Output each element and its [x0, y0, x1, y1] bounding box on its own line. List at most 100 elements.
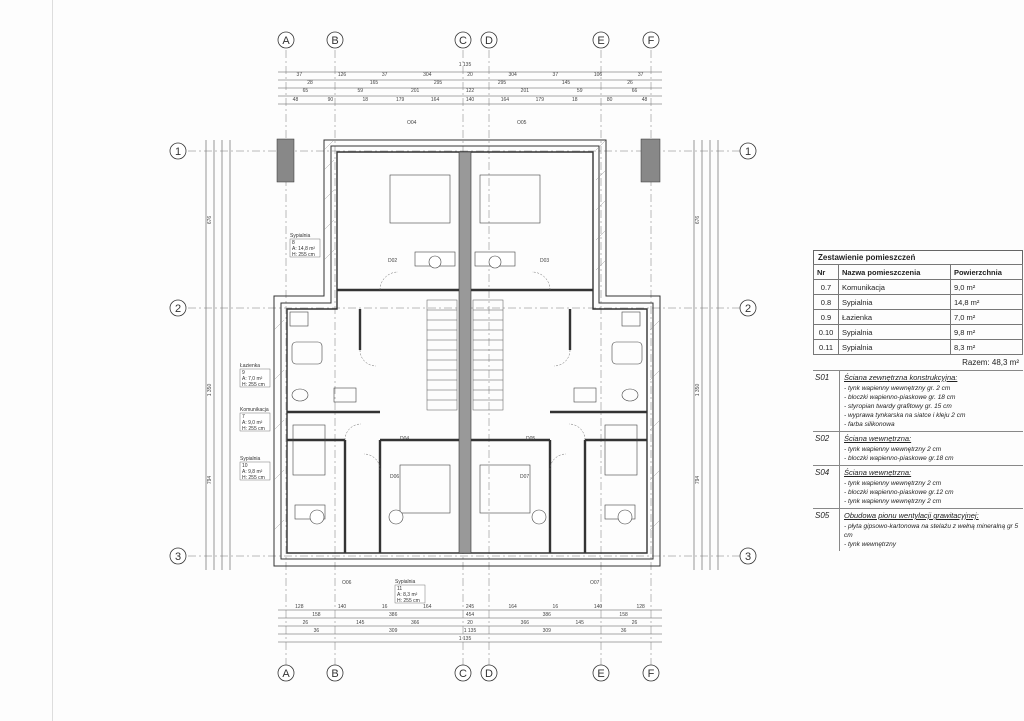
svg-text:A: A — [282, 668, 290, 680]
svg-text:E: E — [597, 668, 604, 680]
wall-name: Ściana zewnętrzna konstrukcyjna: — [844, 373, 958, 382]
header-name: Nazwa pomieszczenia — [838, 264, 951, 280]
door-tag: D04 — [400, 436, 409, 442]
side-dimension-lines — [205, 140, 719, 570]
room-label-nr: 11 — [397, 586, 402, 592]
dim-bottom-3: 145 — [356, 620, 365, 626]
dim-bottom-4: 309 — [389, 628, 398, 634]
svg-text:B: B — [331, 35, 338, 47]
dim-top-4: 90 — [328, 97, 334, 103]
room-area: 14,8 m² — [949, 294, 1024, 310]
room-label-nr: 7 — [242, 414, 245, 420]
dim-bottom-3: 20 — [467, 620, 473, 626]
room-area: 9,0 m² — [949, 279, 1024, 295]
wall-layers: - tynk wapienny wewnętrzny gr. 2 cm- blo… — [844, 384, 1019, 429]
wall-code: S02 — [813, 432, 840, 465]
room-table-header: Nr Nazwa pomieszczenia Powierzchnia — [813, 264, 1024, 280]
dim-top-1: 37 — [297, 72, 303, 78]
dim-top-4: 18 — [362, 97, 368, 103]
wall-code: S05 — [813, 509, 840, 551]
wall-description: Ściana zewnętrzna konstrukcyjna: - tynk w… — [840, 371, 1023, 431]
schedule-title: Zestawienie pomieszczeń — [813, 250, 1023, 264]
dim-top-4: 140 — [466, 97, 475, 103]
axis-marker-3: 3 — [169, 547, 187, 565]
dim-top-1: 106 — [594, 72, 603, 78]
dim-right: 676 — [695, 216, 701, 225]
svg-text:1: 1 — [745, 146, 751, 158]
dim-top-4: 179 — [396, 97, 405, 103]
dim-bottom-1: 245 — [466, 604, 475, 610]
dim-bottom-1: 128 — [295, 604, 304, 610]
room-label-height: H: 255 cm — [242, 426, 265, 432]
staircase — [426, 299, 504, 411]
svg-text:F: F — [648, 668, 655, 680]
wall-hatch — [273, 139, 661, 531]
wall-name: Obudowa pionu wentylacji grawitacyjnej: — [844, 511, 979, 520]
wall-name: Ściana wewnętrzna: — [844, 434, 912, 443]
room-nr: 0.10 — [813, 324, 839, 340]
wall-code: S04 — [813, 466, 840, 508]
axis-marker-c: C — [454, 664, 472, 682]
dim-top-2: 295 — [498, 80, 507, 86]
dim-bottom-1: 16 — [553, 604, 559, 610]
dim-top-1: 37 — [638, 72, 644, 78]
wall-layer: - tynk wapienny wewnętrzny 2 cm — [844, 480, 942, 487]
axis-marker-b: B — [326, 31, 344, 49]
dim-bottom-3: 26 — [303, 620, 309, 626]
room-label-area: A: 7,0 m² — [242, 376, 263, 382]
dim-top-1: 37 — [382, 72, 388, 78]
dim-top-3: 59 — [577, 88, 583, 94]
interior-walls — [287, 288, 647, 553]
dim-bottom-1: 164 — [508, 604, 517, 610]
dim-left: 794 — [207, 476, 213, 485]
axis-marker-e: E — [592, 664, 610, 682]
axis-marker-e: E — [592, 31, 610, 49]
room-label-nr: 9 — [242, 370, 245, 376]
door-tag: D03 — [540, 258, 549, 264]
header-area: Powierzchnia — [949, 264, 1024, 280]
dim-bottom-4: 309 — [543, 628, 552, 634]
room-nr: 0.8 — [813, 294, 839, 310]
dim-top-1: 20 — [467, 72, 473, 78]
room-area: 8,3 m² — [949, 339, 1024, 355]
window-tag: O04 — [407, 120, 417, 126]
room-label-name: Sypialnia — [290, 233, 311, 239]
wall-layer: - tynk wapienny wewnętrzny gr. 2 cm — [844, 385, 951, 392]
dim-left: 1 350 — [207, 384, 213, 397]
dim-bottom-2: 386 — [389, 612, 398, 618]
page-margin-line — [52, 0, 53, 721]
svg-text:1: 1 — [175, 146, 181, 158]
dim-top-2: 145 — [562, 80, 571, 86]
dim-bottom-1: 164 — [423, 604, 432, 610]
schedule-total: Razem: 48,3 m² — [962, 358, 1019, 367]
dim-bottom-3: 366 — [521, 620, 530, 626]
dim-top-total: 1 135 — [459, 62, 472, 68]
dim-top-2: 26 — [627, 80, 633, 86]
dim-bottom-2: 454 — [466, 612, 475, 618]
dim-bottom-1: 16 — [382, 604, 388, 610]
svg-text:D: D — [485, 35, 493, 47]
party-wall — [458, 151, 472, 554]
dim-top-3: 122 — [466, 88, 475, 94]
dim-bottom-4: 36 — [314, 628, 320, 634]
wall-description: Ściana wewnętrzna:- tynk wapienny wewnęt… — [840, 432, 1023, 465]
axis-marker-a: A — [277, 664, 295, 682]
dim-left: 676 — [207, 216, 213, 225]
room-area: 7,0 m² — [949, 309, 1024, 325]
header-nr: Nr — [813, 264, 839, 280]
svg-text:C: C — [459, 35, 467, 47]
room-label-nr: 8 — [292, 240, 295, 246]
table-row: 0.7 Komunikacja 9,0 m² — [813, 279, 1024, 295]
room-name: Sypialnia — [838, 294, 951, 310]
table-row: 0.11 Sypialnia 8,3 m² — [813, 339, 1024, 355]
dim-top-1: 126 — [338, 72, 347, 78]
window-tag: O06 — [342, 580, 352, 586]
wall-layer: - styropian twardy grafitowy gr. 15 cm — [844, 403, 952, 410]
bathroom-fixtures — [289, 311, 643, 403]
dim-right: 794 — [695, 476, 701, 485]
